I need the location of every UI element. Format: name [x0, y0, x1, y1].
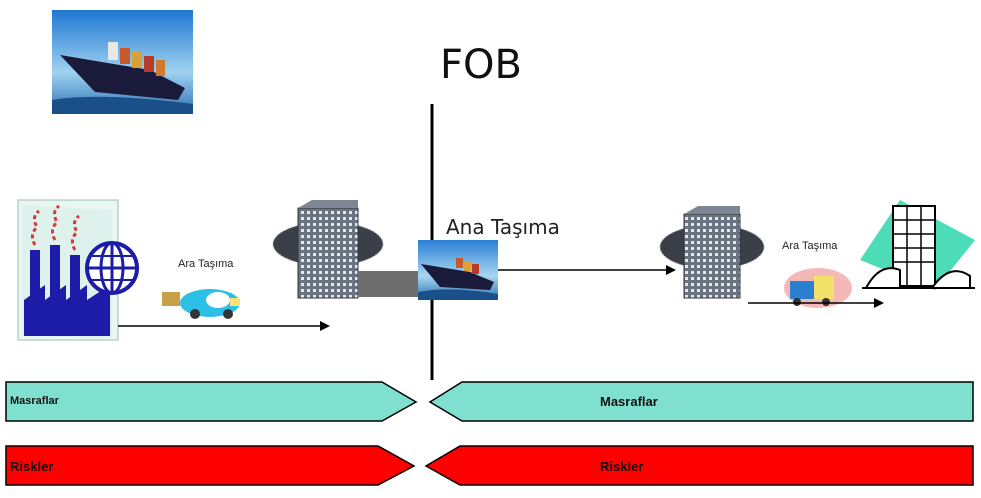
container-ship-icon	[418, 240, 498, 300]
main-transport-label: Ana Taşıma	[446, 215, 560, 239]
risks-band-seller	[5, 445, 416, 486]
ship-photo	[52, 10, 193, 114]
globe-icon	[85, 241, 139, 295]
main-carriage-arrow	[498, 265, 676, 275]
delivery-van-icon	[162, 289, 240, 319]
risks-right-label: Riskler	[600, 459, 644, 474]
pre-carriage-arrow	[118, 321, 330, 331]
factory-icon	[17, 199, 119, 341]
on-carriage-label: Ara Taşıma	[782, 240, 838, 252]
port-building-icon	[272, 200, 384, 299]
apartment-buildings-icon	[860, 200, 975, 290]
risks-band-buyer	[424, 445, 974, 486]
pre-carriage-label: Ara Taşıma	[178, 258, 234, 270]
costs-band-buyer	[428, 381, 974, 422]
costs-left-label: Masraflar	[10, 395, 59, 407]
risks-left-label: Riskler	[10, 459, 54, 474]
costs-band-seller	[5, 381, 418, 422]
destination-port-building-icon	[659, 206, 765, 299]
on-carriage-arrow	[748, 298, 884, 308]
pier	[358, 271, 420, 297]
costs-right-label: Masraflar	[600, 394, 658, 409]
costs-band	[5, 381, 974, 422]
diagram-title: FOB	[440, 42, 522, 88]
truck-icon	[784, 268, 852, 308]
risks-band	[5, 445, 974, 486]
